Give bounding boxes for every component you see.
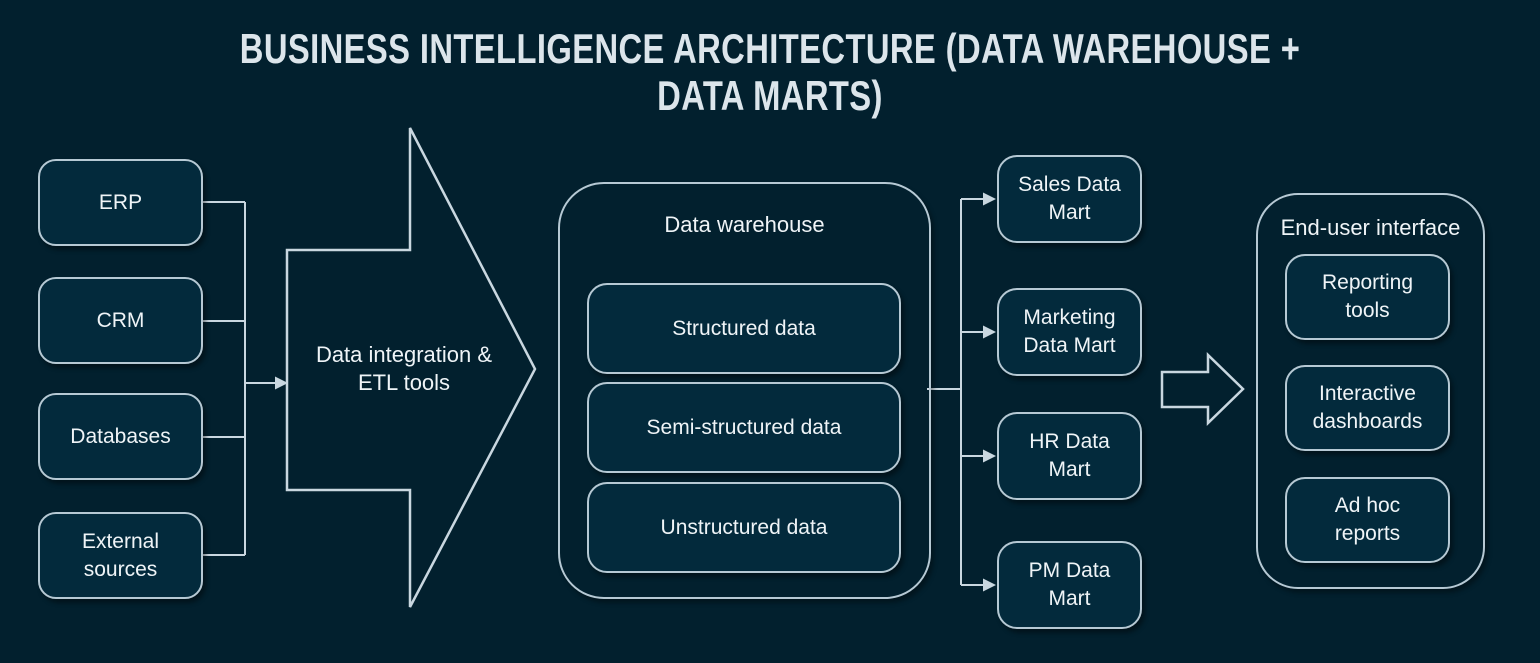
etl-arrow-label: Data integration & ETL tools: [315, 342, 493, 395]
warehouse-container: Data warehouse Structured data Semi-stru…: [558, 182, 931, 599]
warehouse-title: Data warehouse: [664, 212, 825, 237]
warehouse-item-structured-data: Structured data: [587, 283, 901, 374]
source-box-databases: Databases: [38, 393, 203, 480]
end-user-container: End-user interface Reporting tools Inter…: [1256, 193, 1485, 589]
end-user-item-interactive-dashboards: Interactive dashboards: [1285, 365, 1450, 451]
end-user-title: End-user interface: [1280, 215, 1461, 240]
data-mart-hr: HR Data Mart: [997, 412, 1142, 500]
data-mart-sales: Sales Data Mart: [997, 155, 1142, 243]
arrowhead-icon: [983, 578, 996, 592]
source-box-erp: ERP: [38, 159, 203, 246]
warehouse-marts-connector: [927, 198, 984, 586]
warehouse-item-semi-structured-data: Semi-structured data: [587, 382, 901, 473]
block-arrow-icon: [1160, 352, 1245, 426]
source-box-crm: CRM: [38, 277, 203, 364]
diagram-title-line-1: BUSINESS INTELLIGENCE ARCHITECTURE (DATA…: [239, 25, 1301, 72]
end-user-item-reporting-tools: Reporting tools: [1285, 254, 1450, 340]
diagram-title-line-2: DATA MARTS): [657, 72, 883, 119]
data-mart-marketing: Marketing Data Mart: [997, 288, 1142, 376]
diagram-title: BUSINESS INTELLIGENCE ARCHITECTURE (DATA…: [0, 25, 1540, 119]
arrowhead-icon: [983, 192, 996, 206]
data-mart-pm: PM Data Mart: [997, 541, 1142, 629]
source-bus-line: [203, 201, 246, 556]
end-user-item-ad-hoc-reports: Ad hoc reports: [1285, 477, 1450, 563]
source-box-external-sources: External sources: [38, 512, 203, 599]
arrowhead-icon: [983, 449, 996, 463]
warehouse-item-unstructured-data: Unstructured data: [587, 482, 901, 573]
arrowhead-icon: [275, 376, 288, 390]
arrowhead-icon: [983, 325, 996, 339]
